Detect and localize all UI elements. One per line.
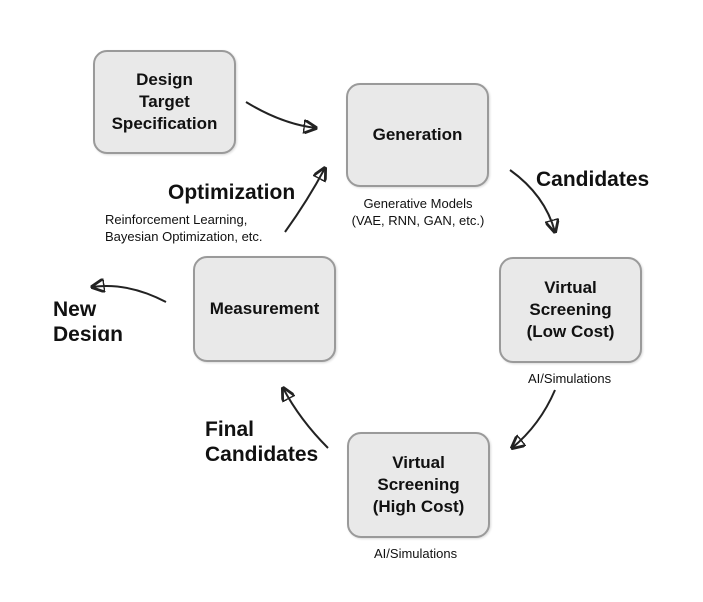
node-measurement: Measurement (193, 256, 336, 362)
label-new-design: New Design (53, 298, 124, 341)
arrow-measurement-to-new-design (92, 286, 167, 303)
arrow-screening-high-to-measurement (283, 388, 329, 449)
arrow-generation-to-screening-low (509, 169, 555, 232)
node-virtual-screening-low-cost: Virtual Screening (Low Cost) (499, 257, 642, 363)
arrow-design-to-generation (245, 101, 316, 128)
node-virtual-screening-high-cost: Virtual Screening (High Cost) (347, 432, 490, 538)
label-optimization-methods: Reinforcement Learning, Bayesian Optimiz… (105, 212, 263, 244)
label-final-candidates: Final Candidates (205, 418, 319, 466)
node-generation: Generation (346, 83, 489, 187)
label-ai-simulations-low: AI/Simulations (528, 371, 612, 386)
label-candidates: Candidates (536, 168, 650, 191)
label-optimization: Optimization (168, 181, 296, 204)
label-generative-models: Generative Models (VAE, RNN, GAN, etc.) (351, 196, 485, 228)
node-design-target-specification: Design Target Specification (93, 50, 236, 154)
arrow-screening-low-to-screening-high (512, 389, 556, 448)
label-ai-simulations-high: AI/Simulations (374, 546, 458, 561)
arrow-optimization-to-generation (284, 168, 325, 233)
